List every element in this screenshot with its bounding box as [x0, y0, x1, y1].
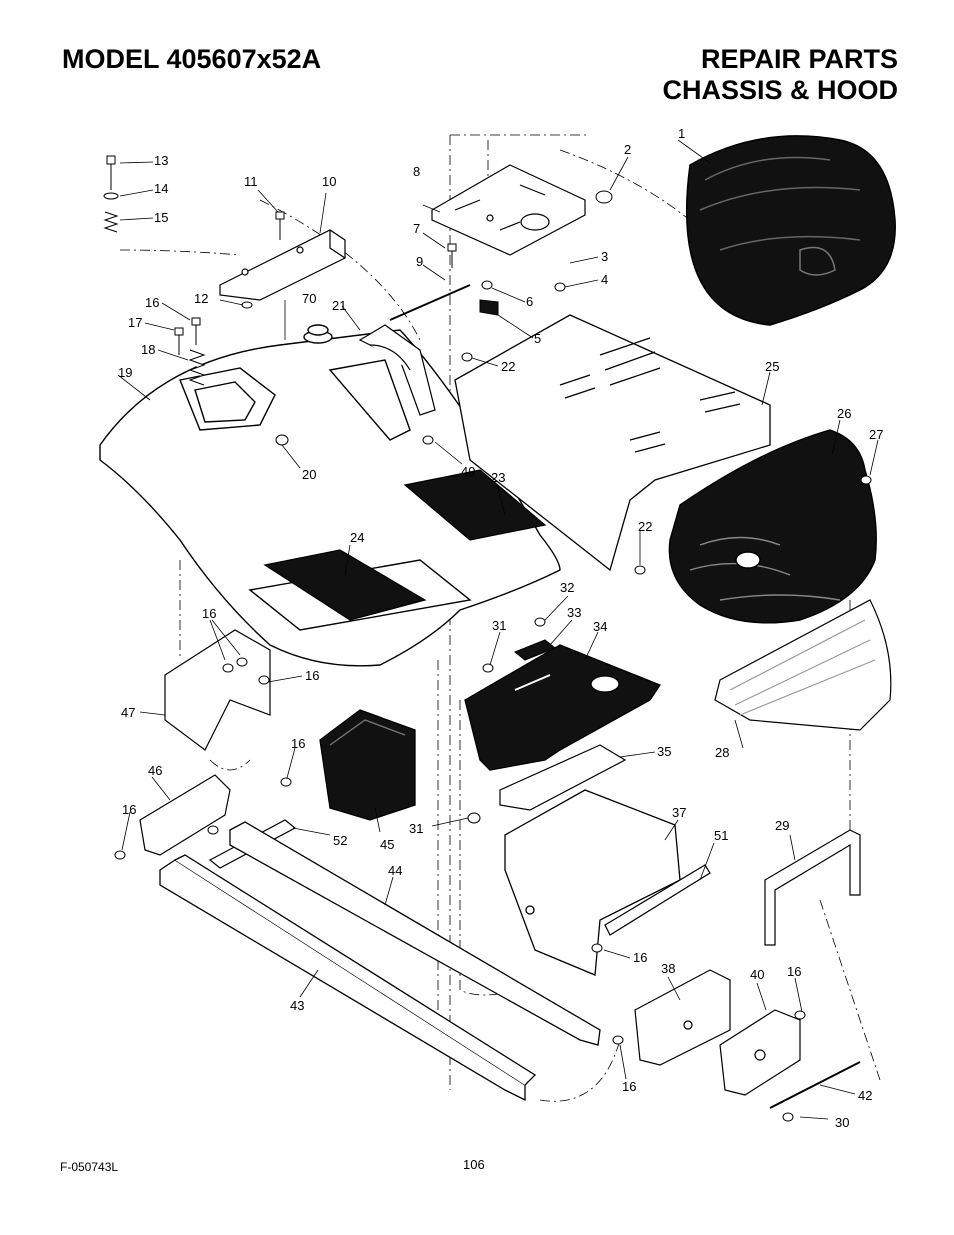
- callout-35: 35: [657, 744, 671, 759]
- callout-70: 70: [302, 291, 316, 306]
- part-bracket-35: [499, 744, 627, 811]
- part-bracket-29: [764, 829, 861, 946]
- callout-38: 38: [661, 961, 675, 976]
- callout-labels: 1 2 3 4 5 6 7 8 9 10 11 12 13 14 15 16 1…: [118, 126, 883, 1130]
- part-mats: [263, 469, 547, 621]
- callout-19: 19: [118, 365, 132, 380]
- callout-33: 33: [567, 605, 581, 620]
- callout-11: 11: [244, 174, 258, 189]
- callout-24: 24: [350, 530, 364, 545]
- callout-13: 13: [154, 153, 168, 168]
- callout-49: 49: [461, 464, 475, 479]
- callout-46: 46: [148, 763, 162, 778]
- section-title: REPAIR PARTS CHASSIS & HOOD: [662, 44, 898, 106]
- part-battery-box: [319, 709, 416, 821]
- page-number: 106: [463, 1157, 485, 1172]
- callout-32: 32: [560, 580, 574, 595]
- part-bracket-51: [604, 864, 711, 936]
- callout-42: 42: [858, 1088, 872, 1103]
- section-title-line-2: CHASSIS & HOOD: [662, 75, 898, 105]
- part-fender: [99, 324, 561, 667]
- callout-43: 43: [290, 998, 304, 1013]
- callout-6: 6: [526, 294, 533, 309]
- callout-8: 8: [413, 164, 420, 179]
- callout-29: 29: [775, 818, 789, 833]
- callout-12: 12: [194, 291, 208, 306]
- callout-52: 52: [333, 833, 347, 848]
- callout-16f: 16: [633, 950, 647, 965]
- part-seat-bracket: [219, 229, 346, 301]
- part-hardware: [103, 155, 872, 1122]
- callout-23: 23: [491, 470, 505, 485]
- callout-45: 45: [380, 837, 394, 852]
- callout-14: 14: [154, 181, 168, 196]
- callout-40: 40: [750, 967, 764, 982]
- callout-31a: 31: [492, 618, 506, 633]
- model-title: MODEL 405607x52A: [62, 44, 322, 74]
- part-grille: [714, 599, 892, 731]
- callout-26: 26: [837, 406, 851, 421]
- part-console: [464, 644, 661, 771]
- callout-16b: 16: [202, 606, 216, 621]
- callout-17: 17: [128, 315, 142, 330]
- part-frame-rails: [159, 821, 601, 1102]
- callout-2: 2: [624, 142, 631, 157]
- callout-16h: 16: [622, 1079, 636, 1094]
- callout-16e: 16: [122, 802, 136, 817]
- callout-27: 27: [869, 427, 883, 442]
- callout-34: 34: [593, 619, 607, 634]
- callout-3: 3: [601, 249, 608, 264]
- part-seat: [685, 135, 896, 326]
- section-title-line-1: REPAIR PARTS: [700, 44, 898, 74]
- part-bracket-47: [164, 629, 271, 751]
- callout-16c: 16: [305, 668, 319, 683]
- callout-7: 7: [413, 221, 420, 236]
- callout-15: 15: [154, 210, 168, 225]
- callout-44: 44: [388, 863, 402, 878]
- part-dash: [454, 314, 771, 572]
- callout-51: 51: [714, 828, 728, 843]
- callout-30: 30: [835, 1115, 849, 1130]
- callout-5: 5: [534, 331, 541, 346]
- callout-37: 37: [672, 805, 686, 820]
- callout-20: 20: [302, 467, 316, 482]
- part-seat-pan: [431, 164, 586, 256]
- callout-31b: 31: [409, 821, 423, 836]
- callout-25: 25: [765, 359, 779, 374]
- callout-1: 1: [678, 126, 685, 141]
- callout-10: 10: [322, 174, 336, 189]
- callout-28: 28: [715, 745, 729, 760]
- leader-lines: [117, 139, 879, 1120]
- callout-16a: 16: [145, 295, 159, 310]
- callout-4: 4: [601, 272, 608, 287]
- callout-22b: 22: [638, 519, 652, 534]
- callout-22a: 22: [501, 359, 515, 374]
- callout-21: 21: [332, 298, 346, 313]
- part-dash-panel: [504, 789, 681, 976]
- part-plate-21: [358, 324, 436, 416]
- part-rods: [389, 284, 861, 1109]
- callout-9: 9: [416, 254, 423, 269]
- callout-16g: 16: [787, 964, 801, 979]
- part-hood: [668, 429, 877, 624]
- callout-47: 47: [121, 705, 135, 720]
- part-bracket-46: [139, 774, 231, 856]
- callout-16d: 16: [291, 736, 305, 751]
- part-supports: [634, 969, 801, 1096]
- callout-18: 18: [141, 342, 155, 357]
- document-code: F-050743L: [60, 1160, 119, 1174]
